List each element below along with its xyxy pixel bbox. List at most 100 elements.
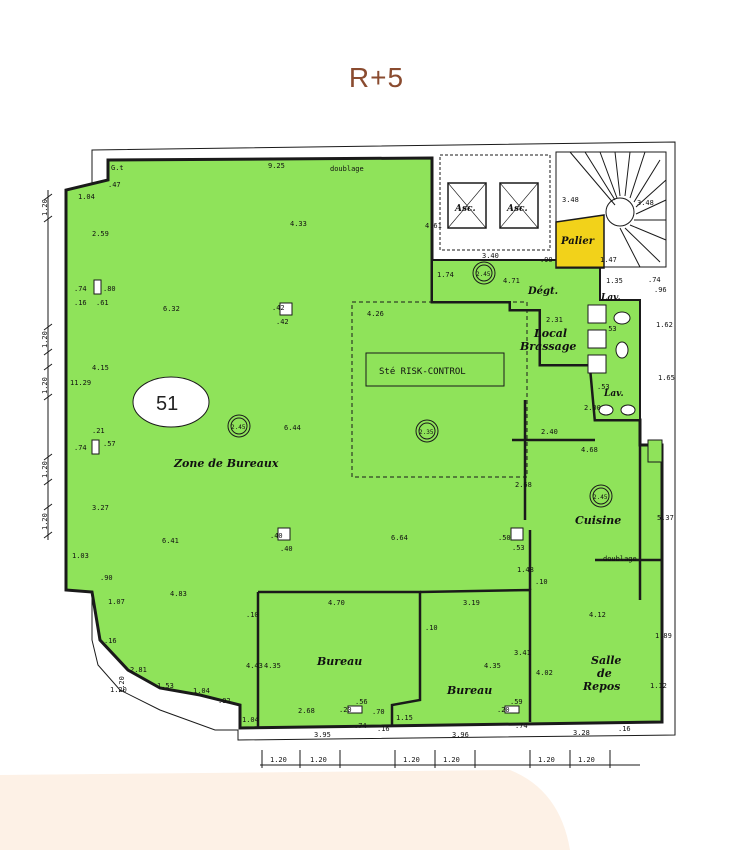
dim: .42 [276,318,289,326]
height-3: 2.45 [476,271,491,278]
dim: .57 [103,440,116,448]
dim: 1.04 [193,687,210,695]
dim: 1.48 [517,566,534,574]
dim: 4.35 [264,662,281,670]
doublage-right: doublage [603,555,637,563]
dim: .90 [540,256,553,264]
dim: 2.59 [92,230,109,238]
gt-tag: G.t [111,164,124,172]
room-palier: Palier [560,236,595,247]
dim: 4.71 [503,277,520,285]
dim: .21 [92,427,105,435]
dim: 4.68 [581,446,598,454]
dim: 1.65 [658,374,675,382]
bottom-tick-labels: 1.20 1.20 1.20 1.20 1.20 1.20 [270,756,595,764]
dim: 1.62 [656,321,673,329]
risk-control-zone [351,301,528,478]
dim: .16 [377,725,390,733]
room-local-2: Brassage [519,340,576,353]
dim: .40 [280,545,293,553]
dim: .40 [270,532,283,540]
dim: 6.32 [163,305,180,313]
tick: 1.20 [41,513,49,530]
dim: .61 [96,299,109,307]
lot-number: 51 [156,393,178,415]
dim: 1.35 [606,277,623,285]
staircase [555,151,667,268]
dim: 1.47 [600,256,617,264]
dim: 1.07 [108,598,125,606]
dim: 6.44 [284,424,301,432]
dim: .56 [355,698,368,706]
dim: 1.20 [110,686,127,694]
room-asc-2: Asc. [506,204,528,214]
dim: .74 [74,285,87,293]
dim: .96 [654,286,667,294]
dim: .74 [515,722,528,730]
dim: .74 [354,722,367,730]
dim: 3.19 [463,599,480,607]
dim: .16 [74,299,87,307]
dim: 1.12 [650,682,667,690]
dim: 9.25 [268,162,285,170]
tick: 1.20 [270,756,287,764]
dim: 1.74 [437,271,454,279]
dim: 2.31 [546,316,563,324]
dim: 2.68 [298,707,315,715]
building-outline [91,141,676,741]
dim: .70 [372,708,385,716]
tick: 1.20 [443,756,460,764]
dim: .80 [103,285,116,293]
dim: 1.53 [157,682,174,690]
dim: 6.41 [162,537,179,545]
dim: 1.89 [655,632,672,640]
dim: 2.40 [541,428,558,436]
dim: 2.00 [584,404,601,412]
room-bureau-1: Bureau [316,655,362,668]
dim: .50 [498,534,511,542]
dim: .10 [246,611,259,619]
tick: 1.20 [41,331,49,348]
dim: 4.12 [589,611,606,619]
tick: 1.20 [41,199,49,216]
tick: 1.20 [41,461,49,478]
dim: 3.96 [452,731,469,739]
pillars [91,279,524,714]
left-tick-labels: 1.20 1.20 1.20 1.20 1.20 1.20 [41,199,126,693]
tick: 1.20 [538,756,555,764]
dim: 4.43 [246,662,263,670]
dim: 11.29 [70,379,91,387]
interior-walls [256,400,662,728]
dim: .92 [218,697,231,705]
room-zone-bureaux: Zone de Bureaux [173,457,279,470]
dim: 4.35 [484,662,501,670]
room-lav-2: Lav. [603,389,624,399]
dim: 4.33 [290,220,307,228]
height-markers [227,261,613,508]
tick: 1.20 [578,756,595,764]
wc-fixtures [587,304,663,463]
room-local-1: Local [533,327,567,340]
tick: 1.20 [403,756,420,764]
floor-title: R+5 [348,62,405,93]
dim: 1.15 [396,714,413,722]
dim: 5.37 [657,514,674,522]
dim: 3.40 [482,252,499,260]
dim: .20 [339,706,352,714]
height-1: 2.45 [231,424,246,431]
room-cuisine: Cuisine [575,514,621,527]
dimension-labels: 9.25 1.04 4.33 4.61 3.40 3.48 3.48 1.47 … [70,162,675,739]
room-bureau-2: Bureau [446,684,492,697]
dim: 4.02 [536,669,553,677]
dim: .53 [597,383,610,391]
tick: 1.20 [118,676,126,693]
room-salle-3: Repos [582,680,620,693]
left-dimension-chain [43,190,53,540]
dim: 1.04 [242,716,259,724]
bottom-dimension-chain [260,750,640,768]
risk-control-label-box [365,352,505,387]
dim: 4.15 [92,364,109,372]
height-4: 2.45 [593,494,608,501]
dim: .53 [604,325,617,333]
